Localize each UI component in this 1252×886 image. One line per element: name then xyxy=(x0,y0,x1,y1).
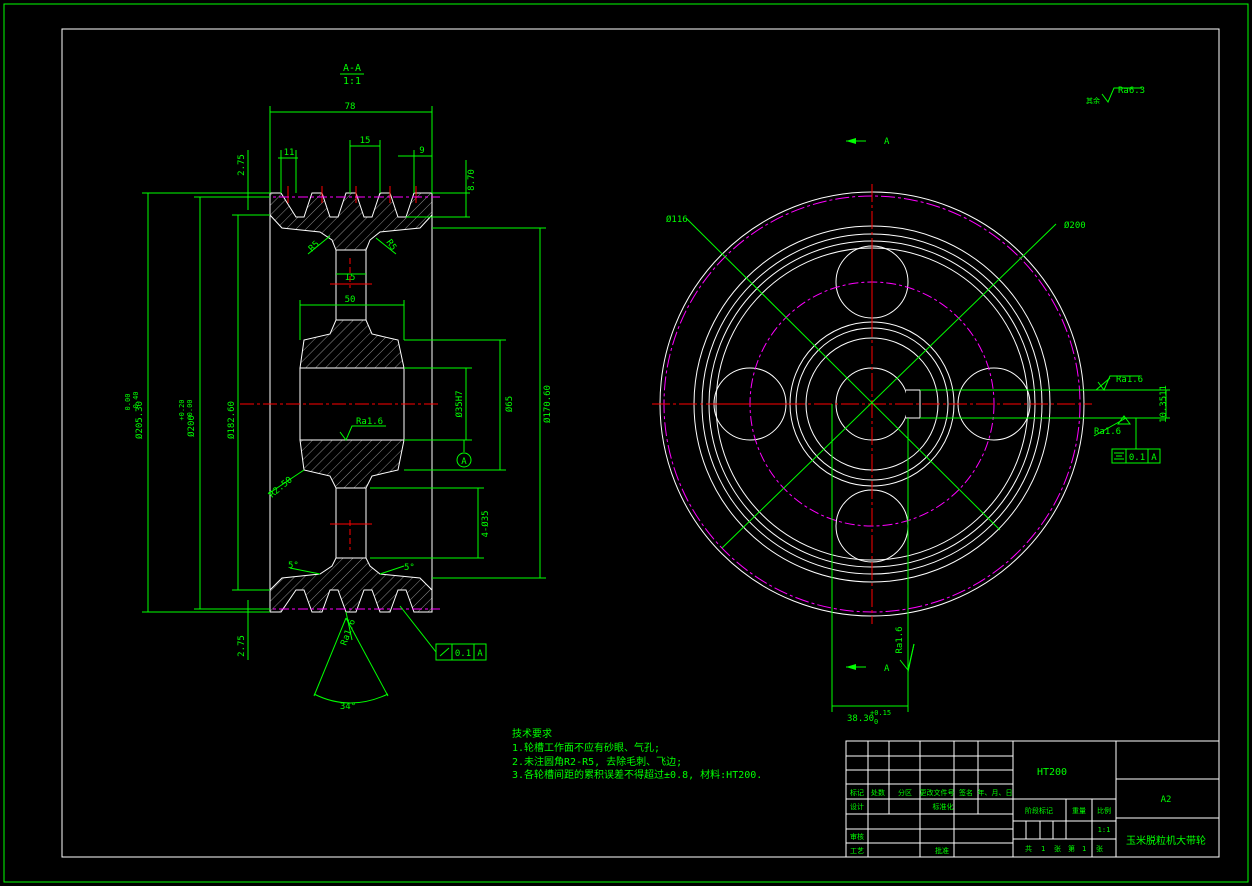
tol-datum-section: A xyxy=(477,649,483,659)
tb-scale-value: 1:1 xyxy=(1098,826,1111,834)
hub-bottom xyxy=(299,439,405,489)
section-scale: 1:1 xyxy=(343,76,361,87)
tb-sheet-size: A2 xyxy=(1161,795,1172,805)
dim-bore: Ø35H7 xyxy=(454,390,465,417)
dim-dia-large: Ø200 xyxy=(1064,220,1086,231)
dim-od-main: Ø205.30 xyxy=(134,401,145,439)
tb-label-mark: 标记 xyxy=(850,788,864,797)
tb-sheetno-unit: 张 xyxy=(1096,844,1103,853)
tb-sheetno-value: 1 xyxy=(1082,845,1086,853)
dim-angle-left: 5° xyxy=(288,561,299,571)
general-rough-value: Ra6.3 xyxy=(1118,86,1145,96)
tb-drawing-name: 玉米脱粒机大带轮 xyxy=(1126,834,1206,847)
dim-pitch-tol-upper: +0.20 xyxy=(178,399,186,420)
front-view: 0.1 A A A Ø116 Ø200 10.3511 38.30 +0.15 … xyxy=(652,86,1170,726)
title-block xyxy=(845,740,1220,858)
tech-notes-title: 技术要求 xyxy=(512,727,552,740)
dim-9: 9 xyxy=(419,146,424,156)
dim-keyway-tol-lower: 0 xyxy=(874,718,878,726)
tb-material: HT200 xyxy=(1037,767,1067,778)
dim-keyway-tol-upper: +0.15 xyxy=(870,709,891,717)
roughness-symbol-key-2 xyxy=(1117,415,1131,425)
general-rough-label: 其余 xyxy=(1086,96,1100,105)
tb-process: 工艺 xyxy=(850,847,864,855)
dim-angle-right: 5° xyxy=(404,563,415,573)
dim-34deg: 34° xyxy=(340,702,356,712)
dim-dia-small: Ø116 xyxy=(666,214,688,225)
tech-note-1: 1.轮槽工作面不应有砂眼、气孔; xyxy=(512,741,660,754)
dim-web-dia: Ø170.60 xyxy=(542,385,553,423)
tb-review: 审核 xyxy=(850,832,864,841)
tb-stage: 阶段标记 xyxy=(1025,806,1053,815)
dim-keyway-width: 38.30 xyxy=(847,714,874,724)
roughness-symbol-bottom xyxy=(899,643,915,672)
hub-top xyxy=(299,319,405,369)
tb-approve: 批准 xyxy=(935,846,949,855)
roughness-symbol-bore xyxy=(339,425,386,441)
section-label-bottom: A xyxy=(884,664,890,674)
dim-2-75-bottom: 2.75 xyxy=(237,635,247,657)
dim-15-web: 15 xyxy=(345,273,356,283)
dim-od-tol-upper: 0.00 xyxy=(124,394,132,411)
dim-rim-inner: Ø182.60 xyxy=(226,401,237,439)
outer-border xyxy=(3,3,1249,883)
tb-total-label: 共 xyxy=(1025,844,1032,853)
inner-border xyxy=(61,28,1220,858)
tolerance-frame-section xyxy=(435,643,487,661)
roughness-symbol-general xyxy=(1101,87,1142,103)
dim-r2-50: R2.50 xyxy=(268,475,295,500)
dim-rough-groove: Ra1.6 xyxy=(339,618,358,647)
tb-total-value: 1 xyxy=(1041,845,1045,853)
dim-15-pitch: 15 xyxy=(360,136,371,146)
tol-value-section: 0.1 xyxy=(455,649,471,659)
dim-8-70: 8.70 xyxy=(467,169,477,191)
rough-key-1: Ra1.6 xyxy=(1116,375,1143,385)
rim-bottom xyxy=(269,557,433,613)
dim-od-tol-lower: -0.40 xyxy=(132,391,140,412)
dim-pitch-tol-lower: -0.00 xyxy=(186,399,194,420)
rough-bottom: Ra1.6 xyxy=(895,626,905,653)
tech-note-3: 3.各轮槽间距的累积误差不得超过±0.8, 材料:HT200. xyxy=(512,768,762,781)
tb-label-sign: 签名 xyxy=(959,788,973,797)
dim-keyway-depth: 10.3511 xyxy=(1159,385,1169,423)
section-title: A-A xyxy=(343,63,361,74)
rough-bore-label: Ra1.6 xyxy=(356,417,383,427)
roughness-symbol-key-1 xyxy=(1097,375,1140,391)
tb-scale-label: 比例 xyxy=(1097,806,1111,815)
dim-2-75-top: 2.75 xyxy=(237,154,247,176)
dim-11: 11 xyxy=(284,148,295,158)
rim-top xyxy=(269,192,433,251)
tb-sheetno-label: 第 xyxy=(1068,844,1075,853)
tb-total-unit: 张 xyxy=(1054,844,1061,853)
tb-weight: 重量 xyxy=(1072,807,1086,815)
tb-standard: 标准化 xyxy=(933,802,954,811)
tb-label-zone: 分区 xyxy=(898,788,912,797)
datum-circle xyxy=(456,452,472,468)
dim-r5-right: R5 xyxy=(384,238,398,253)
title-block-text: 标记 处数 分区 更改文件号 签名 年、月、日 设计 标准化 审核 工艺 批准 … xyxy=(850,767,1206,855)
dim-78: 78 xyxy=(345,102,356,112)
dim-holes: 4-Ø35 xyxy=(480,510,491,537)
dim-r5-left: R5 xyxy=(307,239,322,254)
tech-notes: 技术要求 1.轮槽工作面不应有砂眼、气孔; 2.未注圆角R2-R5, 去除毛刺、… xyxy=(512,727,762,781)
tb-label-date: 年、月、日 xyxy=(978,788,1013,797)
tb-label-count: 处数 xyxy=(871,788,885,797)
datum-label: A xyxy=(461,457,467,467)
tol-datum-front: A xyxy=(1151,453,1157,463)
tol-value-front: 0.1 xyxy=(1129,453,1145,463)
tb-designer: 设计 xyxy=(850,802,864,811)
dim-pitch: Ø200 xyxy=(186,415,197,437)
dim-50: 50 xyxy=(345,295,356,305)
section-label-top: A xyxy=(884,137,890,147)
tech-note-2: 2.未注圆角R2-R5, 去除毛刺、飞边; xyxy=(512,755,682,768)
tb-label-change: 更改文件号 xyxy=(920,788,955,797)
rough-key-2: Ra1.6 xyxy=(1094,427,1121,437)
dim-hub-od: Ø65 xyxy=(504,396,515,412)
section-view: A-A 1:1 xyxy=(124,63,553,712)
